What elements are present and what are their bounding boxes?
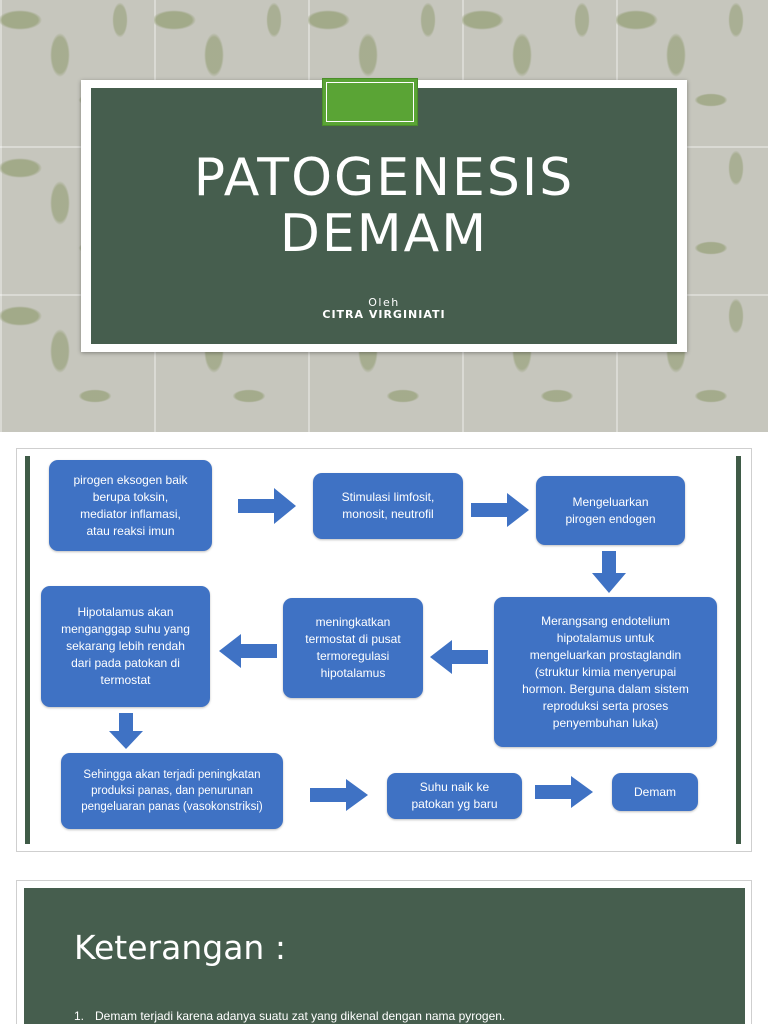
- node-demam: Demam: [612, 773, 698, 811]
- list-item-text: Demam terjadi karena adanya suatu zat ya…: [95, 1009, 506, 1023]
- arrow-right-2: [471, 493, 529, 527]
- arrow-down-2: [109, 713, 143, 749]
- title-frame: [81, 80, 687, 352]
- node-pirogen-eksogen: pirogen eksogen baik berupa toksin, medi…: [49, 460, 212, 551]
- slide-bar-left: [25, 456, 30, 844]
- node-hipotalamus: Hipotalamus akan menganggap suhu yang se…: [41, 586, 210, 707]
- node-sehingga: Sehingga akan terjadi peningkatan produk…: [61, 753, 283, 829]
- node-stimulasi: Stimulasi limfosit, monosit, neutrofil: [313, 473, 463, 539]
- list-item-number: 1.: [74, 1009, 85, 1023]
- arrow-left-1: [430, 640, 488, 674]
- list-item: 1. Demam terjadi karena adanya suatu zat …: [74, 1009, 505, 1023]
- byline: Oleh CITRA VIRGINIATI: [91, 297, 677, 321]
- slide-title: PATOGENESIS DEMAM: [193, 148, 575, 264]
- keterangan-heading: Keterangan :: [74, 928, 286, 967]
- green-accent-tab: [322, 78, 418, 126]
- arrow-right-1: [238, 488, 296, 524]
- arrow-right-3: [310, 779, 368, 811]
- node-meningkatkan: meningkatkan termostat di pusat termoreg…: [283, 598, 423, 698]
- arrow-right-4: [535, 776, 593, 808]
- arrow-down-1: [592, 551, 626, 593]
- byline-prefix: Oleh: [368, 296, 400, 309]
- slide-bar-right: [736, 456, 741, 844]
- arrow-left-2: [219, 634, 277, 668]
- node-mengeluarkan: Mengeluarkan pirogen endogen: [536, 476, 685, 545]
- node-suhu-naik: Suhu naik ke patokan yg baru: [387, 773, 522, 819]
- node-merangsang: Merangsang endotelium hipotalamus untuk …: [494, 597, 717, 747]
- keterangan-panel: [24, 888, 745, 1024]
- author-name: CITRA VIRGINIATI: [322, 308, 446, 321]
- title-panel: [91, 88, 677, 344]
